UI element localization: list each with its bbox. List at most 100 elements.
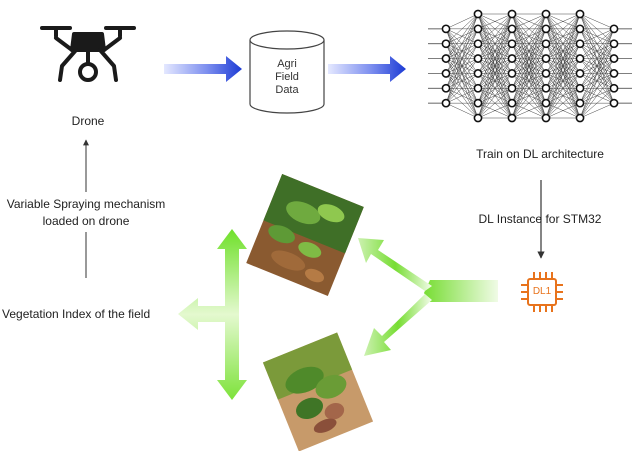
nn-edge <box>511 13 547 74</box>
nn-edge <box>477 13 513 104</box>
nn-edge <box>545 58 581 119</box>
database-label-line1: Agri <box>277 58 297 70</box>
nn-node <box>541 54 551 63</box>
nn-edge <box>511 13 547 30</box>
dl-instance-label: DL Instance for STM32 <box>450 211 630 227</box>
nn-node <box>575 98 585 108</box>
nn-node <box>541 9 551 19</box>
field-photo-plant <box>262 332 374 451</box>
nn-edge <box>445 13 479 44</box>
flow-arrow-drone-to-data <box>164 56 242 82</box>
nn-edge <box>477 58 513 119</box>
nn-edge <box>445 28 479 104</box>
nn-edge <box>477 13 513 89</box>
veg-index-label-text: Vegetation Index of the field <box>2 307 151 321</box>
nn-edge <box>445 43 479 104</box>
nn-node <box>507 69 517 78</box>
nn-node <box>507 113 517 123</box>
nn-edge <box>579 13 615 30</box>
nn-edge <box>511 43 547 119</box>
nn-node <box>609 83 619 93</box>
nn-edge <box>477 102 513 119</box>
nn-edge <box>477 13 513 30</box>
nn-edge <box>511 88 547 119</box>
nn-node <box>473 113 483 123</box>
nn-edge <box>477 88 513 119</box>
chip-label: DL1 <box>528 284 556 300</box>
nn-node <box>575 113 585 123</box>
nn-edge <box>477 13 513 59</box>
flow-arrow-data-to-training <box>328 56 406 82</box>
nn-node <box>441 83 451 93</box>
nn-node <box>473 39 483 49</box>
nn-edge <box>445 13 479 74</box>
nn-node <box>609 98 619 108</box>
nn-edge <box>579 73 615 119</box>
drone-label: Drone <box>58 113 118 129</box>
nn-node <box>507 39 517 49</box>
nn-edge <box>545 73 581 119</box>
nn-edge <box>445 13 479 104</box>
nn-node <box>609 54 619 63</box>
nn-node <box>473 83 483 93</box>
nn-edge <box>545 13 581 89</box>
training-label-text: Train on DL architecture <box>476 147 604 161</box>
spraying-label: Variable Spraying mechanism loaded on dr… <box>0 196 172 230</box>
nn-edge <box>445 102 479 119</box>
nn-edge <box>511 102 547 119</box>
nn-edge <box>579 28 615 74</box>
nn-edge <box>579 28 615 44</box>
nn-node <box>541 113 551 123</box>
spraying-label-line1: Variable Spraying mechanism <box>6 197 166 211</box>
database-label: Agri Field Data <box>257 58 317 97</box>
nn-edge <box>545 28 581 119</box>
nn-edge <box>579 28 615 59</box>
nn-edge <box>511 28 547 119</box>
spraying-label-line2: loaded on drone <box>42 214 130 228</box>
nn-edge <box>445 58 479 104</box>
nn-edge <box>511 58 547 119</box>
nn-edge <box>445 73 479 104</box>
nn-node <box>541 83 551 93</box>
nn-node <box>575 24 585 34</box>
nn-edge <box>545 13 581 44</box>
nn-edge <box>445 13 479 30</box>
nn-edge <box>445 13 479 89</box>
nn-edge <box>477 73 513 119</box>
nn-node <box>575 54 585 63</box>
nn-edge <box>545 13 581 30</box>
nn-node <box>541 39 551 49</box>
training-label: Train on DL architecture <box>440 146 640 162</box>
nn-edge <box>545 88 581 119</box>
nn-edge <box>511 13 547 119</box>
nn-edge <box>579 102 615 119</box>
drone-label-text: Drone <box>71 114 105 128</box>
nn-node <box>609 24 619 34</box>
nn-node <box>473 24 483 34</box>
database-label-line2: Field <box>275 71 299 83</box>
nn-edge <box>545 13 581 59</box>
nn-edge <box>579 28 615 119</box>
nn-edge <box>545 13 581 104</box>
nn-node <box>473 98 483 108</box>
nn-node <box>441 54 451 63</box>
nn-node <box>575 9 585 19</box>
nn-node <box>441 39 451 49</box>
nn-edge <box>511 13 547 104</box>
nn-edge <box>545 43 581 119</box>
dl-instance-label-text: DL Instance for STM32 <box>478 212 602 226</box>
chip-label-text: DL1 <box>532 286 552 297</box>
nn-edge <box>545 13 581 119</box>
nn-node <box>541 98 551 108</box>
nn-edge <box>477 13 513 119</box>
nn-node <box>541 69 551 78</box>
nn-edge <box>477 43 513 119</box>
field-photo-seedlings <box>246 174 364 296</box>
nn-edge <box>511 73 547 119</box>
nn-edge <box>445 88 479 104</box>
veg-index-label: Vegetation Index of the field <box>2 306 150 322</box>
drone-icon <box>40 26 136 82</box>
nn-node <box>507 24 517 34</box>
